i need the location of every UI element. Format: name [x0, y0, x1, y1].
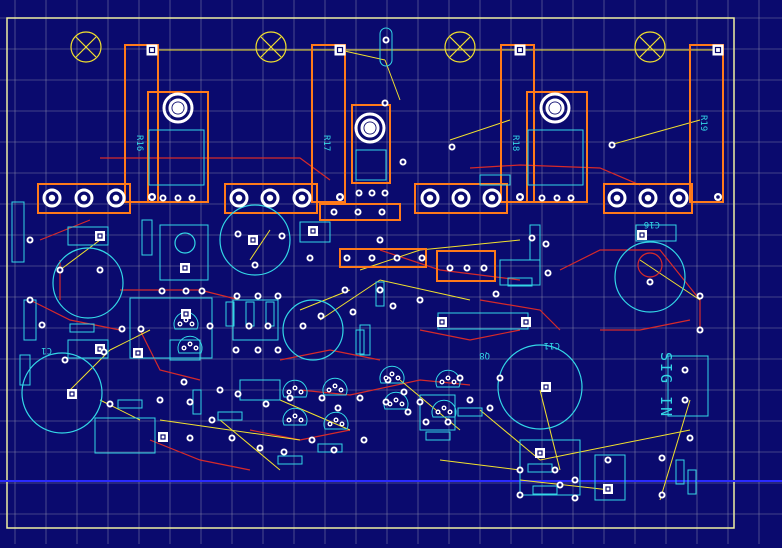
label-r18: R18: [510, 135, 520, 151]
capacitor-c16: [614, 241, 686, 313]
square-pad: [308, 226, 318, 236]
square-pad: [603, 484, 613, 494]
square-pad: [158, 432, 168, 442]
ring-pad: [545, 98, 565, 118]
resistor-body: [217, 411, 243, 421]
resistor-body: [532, 485, 558, 495]
rats-nest-airwires: [59, 49, 718, 501]
square-pad: [541, 382, 551, 392]
label-c16: C16: [644, 219, 660, 229]
square-pad: [181, 309, 191, 319]
capacitors: [21, 204, 686, 434]
square-pad: [67, 389, 77, 399]
capacitor-c1: [21, 352, 103, 434]
resistor-body: [507, 277, 533, 287]
capacitor-c10: [52, 247, 124, 319]
terminal-blocks: [37, 183, 693, 282]
label-r16: R16: [134, 135, 144, 151]
ring-pad: [74, 188, 94, 208]
square-pad: [133, 348, 143, 358]
transistor-outline: [431, 399, 457, 418]
resistor-body: [375, 281, 385, 307]
label-r17: R17: [321, 135, 331, 151]
power-resistors: [124, 44, 724, 203]
pads: [26, 36, 724, 502]
ring-pad: [539, 92, 571, 124]
square-pad: [95, 344, 105, 354]
square-pad: [712, 44, 724, 56]
mounting-hole-icon: [444, 31, 476, 63]
label-q8: Q8: [479, 350, 490, 360]
capacitor-c11: [497, 344, 583, 430]
small-transistors: [69, 27, 697, 495]
ring-pad: [162, 92, 194, 124]
resistor-body: [675, 459, 685, 485]
square-pad: [146, 44, 158, 56]
label-r19: R19: [698, 115, 708, 131]
resistor-body: [355, 329, 365, 355]
resistor-r19-outline: [689, 44, 724, 203]
mounting-hole-icon: [255, 31, 287, 63]
mounting-hole-icon: [634, 31, 666, 63]
ring-pad: [42, 188, 62, 208]
square-pad: [248, 235, 258, 245]
transistor-outline: [322, 377, 348, 396]
ring-pad: [106, 188, 126, 208]
label-signal-in: SIG IN: [657, 352, 675, 418]
square-pad: [437, 317, 447, 327]
square-pad: [535, 448, 545, 458]
board-outline: [6, 17, 735, 529]
ring-pad: [607, 188, 627, 208]
resistor-body: [69, 323, 95, 333]
resistor-r16-outline: [124, 44, 159, 203]
ring-pad: [229, 188, 249, 208]
label-c11: C11: [544, 340, 560, 350]
ring-pad: [360, 118, 380, 138]
mounting-holes: [70, 31, 666, 63]
fuse-outline: [379, 27, 393, 67]
ring-pad: [451, 188, 471, 208]
resistor-body: [277, 455, 303, 465]
ring-pad: [638, 188, 658, 208]
resistor-body: [457, 407, 483, 417]
resistor-body: [117, 399, 143, 409]
label-c1: C1: [41, 345, 52, 355]
transistor-outline: [379, 365, 405, 384]
resistor-body: [687, 469, 697, 495]
copper-traces: [29, 157, 701, 471]
square-pad: [180, 263, 190, 273]
transistor-outline: [282, 407, 308, 426]
ring-pad: [669, 188, 689, 208]
square-pad: [334, 44, 346, 56]
resistor-body: [527, 463, 553, 473]
transistor-outline: [435, 369, 461, 388]
transistor-outline: [323, 411, 349, 430]
ring-pad: [292, 188, 312, 208]
resistor-body: [225, 301, 235, 327]
ring-pad: [420, 188, 440, 208]
ring-pad: [260, 188, 280, 208]
ring-pad: [168, 98, 188, 118]
square-pad: [637, 230, 647, 240]
square-pad: [521, 317, 531, 327]
transistor-outline: [282, 379, 308, 398]
component-labels: R16 R17 R18 R19 C1 C11 C16 Q8 SIG IN: [41, 115, 708, 418]
transistor-outline: [177, 335, 203, 354]
mounting-hole-icon: [70, 31, 102, 63]
resistor-body: [317, 443, 343, 453]
square-pad: [95, 231, 105, 241]
resistor-r17-outline: [311, 44, 346, 203]
square-pad: [514, 44, 526, 56]
resistor-body: [425, 431, 451, 441]
ring-pad: [482, 188, 502, 208]
ring-pad: [354, 112, 386, 144]
